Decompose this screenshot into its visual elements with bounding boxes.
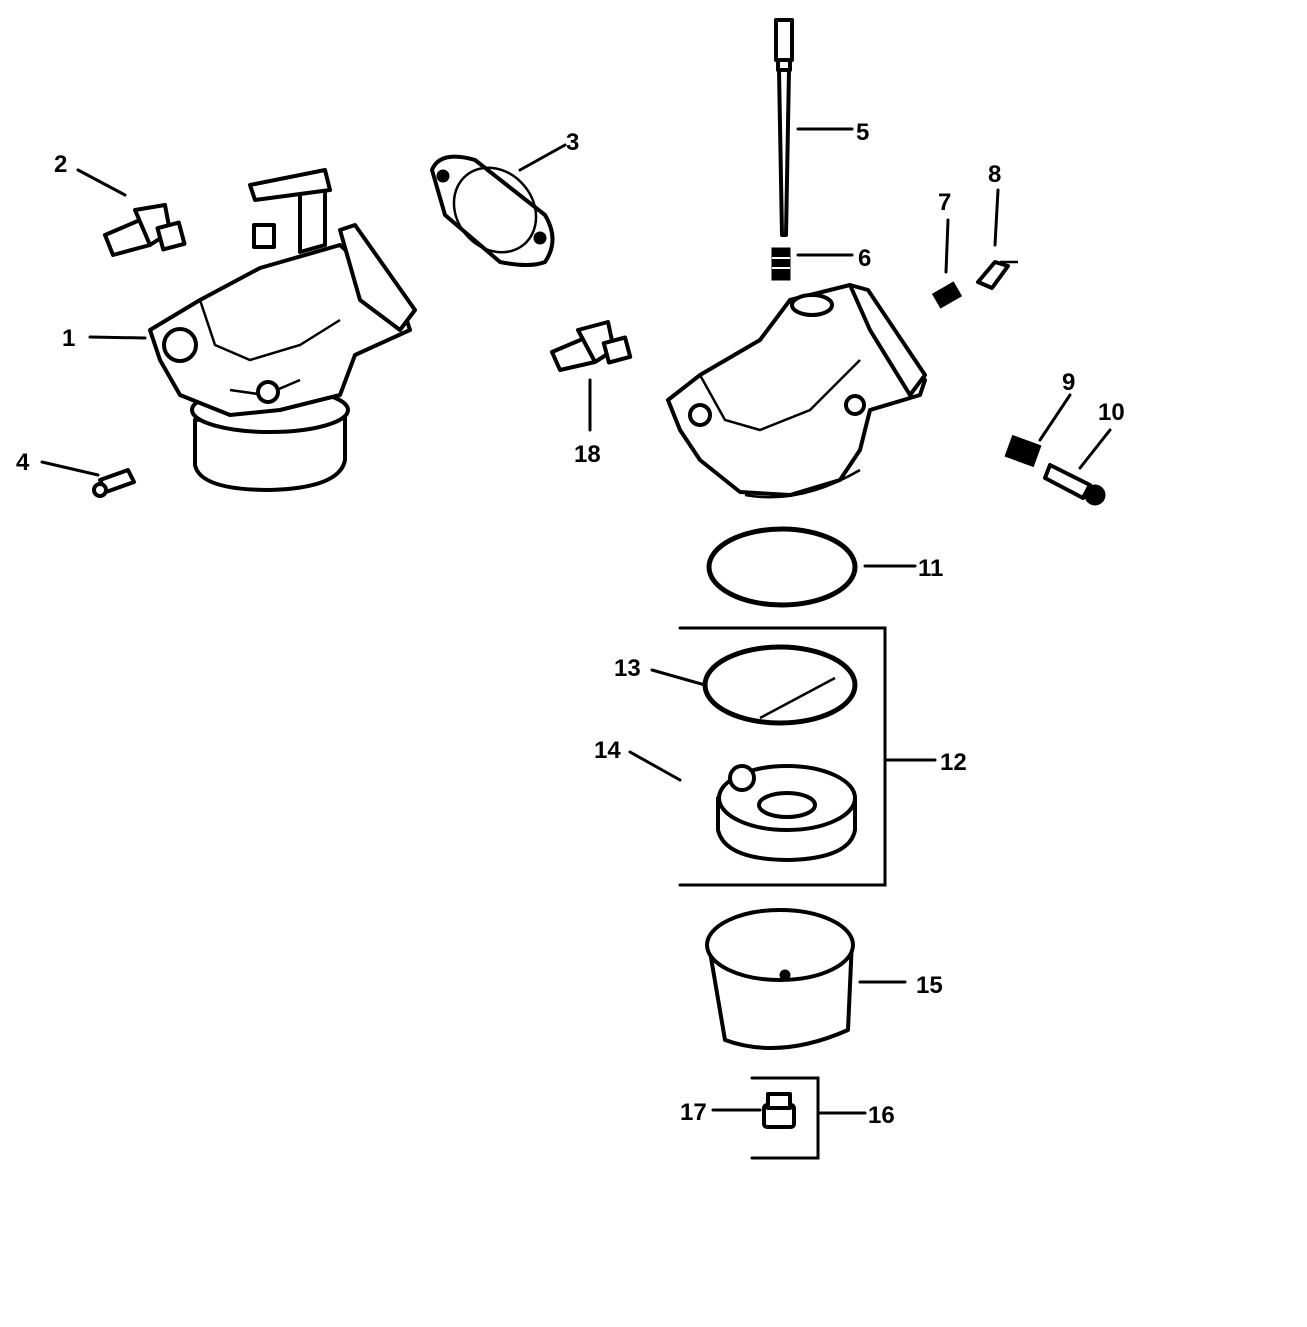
callout-6: 6 [858, 245, 871, 272]
callout-15: 15 [916, 972, 943, 999]
leader-8 [993, 188, 1000, 247]
bracket-12 [678, 626, 887, 887]
callout-2: 2 [54, 151, 67, 178]
part-2-fitting [103, 203, 187, 257]
part-1-carburetor [148, 168, 417, 492]
callout-16: 16 [868, 1102, 895, 1129]
bracket-16 [750, 1076, 820, 1160]
leader-14 [628, 750, 682, 782]
leader-9 [1038, 393, 1072, 442]
part-9-spring [1004, 434, 1042, 468]
part-7-spring [931, 281, 963, 309]
part-8-clip [976, 260, 1018, 290]
callout-14: 14 [594, 737, 621, 764]
callout-labels: 1 2 3 4 5 6 7 8 9 10 11 12 13 14 15 16 1… [16, 119, 1125, 1129]
callout-7: 7 [938, 189, 951, 216]
leader-13 [650, 668, 707, 687]
callout-10: 10 [1098, 399, 1125, 426]
callout-4: 4 [16, 449, 30, 476]
callout-17: 17 [680, 1099, 707, 1126]
callout-18: 18 [574, 441, 601, 468]
callout-11: 11 [918, 555, 943, 582]
part-17-nut [762, 1092, 796, 1129]
callout-12: 12 [940, 749, 967, 776]
leader-4 [40, 460, 100, 477]
leader-lines [40, 127, 1112, 1115]
part-15-bowl [705, 908, 855, 1050]
part-10-screw [1043, 463, 1106, 506]
part-4-screw [92, 468, 136, 498]
leader-7 [944, 218, 950, 274]
part-11-ring [706, 526, 858, 608]
leader-1 [88, 335, 147, 340]
leader-10 [1078, 428, 1112, 470]
leader-3 [518, 143, 567, 172]
part-5-needle [774, 18, 794, 237]
carburetor-body [666, 283, 927, 499]
callout-1: 1 [62, 325, 75, 352]
callout-13: 13 [614, 655, 641, 682]
leader-2 [76, 168, 127, 197]
callout-9: 9 [1062, 369, 1075, 396]
callout-8: 8 [988, 161, 1001, 188]
part-3-gasket [430, 154, 555, 267]
callout-3: 3 [566, 129, 579, 156]
part-14-float [716, 764, 857, 862]
part-13-plate [702, 644, 858, 726]
part-18-fitting [550, 320, 633, 372]
callout-5: 5 [856, 119, 869, 146]
part-6-spring [771, 247, 791, 281]
